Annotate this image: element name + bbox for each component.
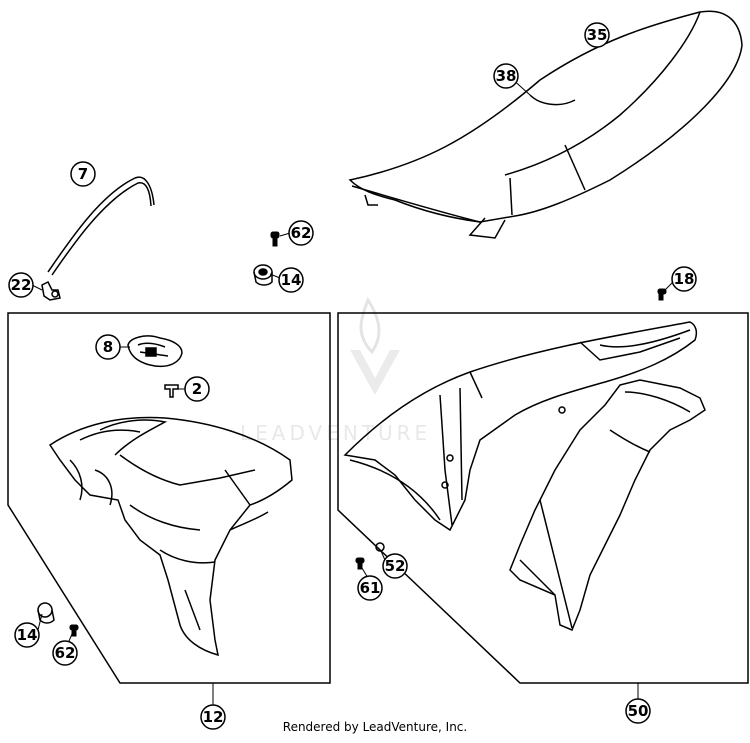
callout-50[interactable]: 50: [625, 698, 651, 724]
watermark-logo: LEADVENTURE: [240, 296, 431, 445]
screw-part-top: [270, 231, 280, 247]
callout-12[interactable]: 12: [200, 704, 226, 730]
svg-text:50: 50: [628, 702, 649, 720]
callout-14-bottom[interactable]: 14: [14, 622, 40, 648]
footer-credit: Rendered by LeadVenture, Inc.: [282, 720, 468, 734]
left-shroud-part: [343, 321, 698, 532]
callout-62-bottom[interactable]: 62: [52, 640, 78, 666]
callout-52[interactable]: 52: [382, 553, 408, 579]
svg-text:61: 61: [360, 579, 381, 597]
callout-35[interactable]: 35: [584, 22, 610, 48]
svg-text:12: 12: [203, 708, 224, 726]
screw-part-2: [164, 384, 179, 398]
svg-text:18: 18: [674, 270, 695, 288]
callout-62-top[interactable]: 62: [288, 220, 314, 246]
svg-text:52: 52: [385, 557, 406, 575]
right-shroud-part: [509, 379, 706, 631]
callout-8[interactable]: 8: [95, 334, 121, 360]
group-box-50: [337, 312, 749, 684]
callout-2[interactable]: 2: [184, 376, 210, 402]
callout-38[interactable]: 38: [493, 63, 519, 89]
screw-part-bottom: [69, 624, 79, 637]
svg-text:2: 2: [192, 380, 202, 398]
svg-text:62: 62: [291, 224, 312, 242]
callout-14-top[interactable]: 14: [278, 267, 304, 293]
callout-61[interactable]: 61: [357, 575, 383, 601]
callout-18[interactable]: 18: [671, 266, 697, 292]
fuel-hose-part: [47, 176, 155, 276]
svg-text:38: 38: [496, 67, 517, 85]
watermark-text: LEADVENTURE: [240, 421, 431, 445]
svg-text:22: 22: [11, 276, 32, 294]
svg-text:8: 8: [103, 338, 113, 356]
svg-text:7: 7: [78, 165, 88, 183]
svg-text:14: 14: [281, 271, 302, 289]
callout-7[interactable]: 7: [70, 161, 96, 187]
svg-text:62: 62: [55, 644, 76, 662]
screw-part-61: [355, 557, 365, 570]
fuel-cap-part: [127, 335, 183, 368]
washer-part-52: [375, 542, 385, 552]
seat-part: [348, 10, 743, 239]
fitting-part: [41, 280, 61, 301]
fuel-tank-part: [48, 416, 293, 657]
bushing-part-top: [253, 264, 273, 286]
svg-text:35: 35: [587, 26, 608, 44]
screw-part-18: [657, 288, 667, 301]
group-box-12: [7, 312, 331, 684]
callout-22[interactable]: 22: [8, 272, 34, 298]
svg-text:14: 14: [17, 626, 38, 644]
